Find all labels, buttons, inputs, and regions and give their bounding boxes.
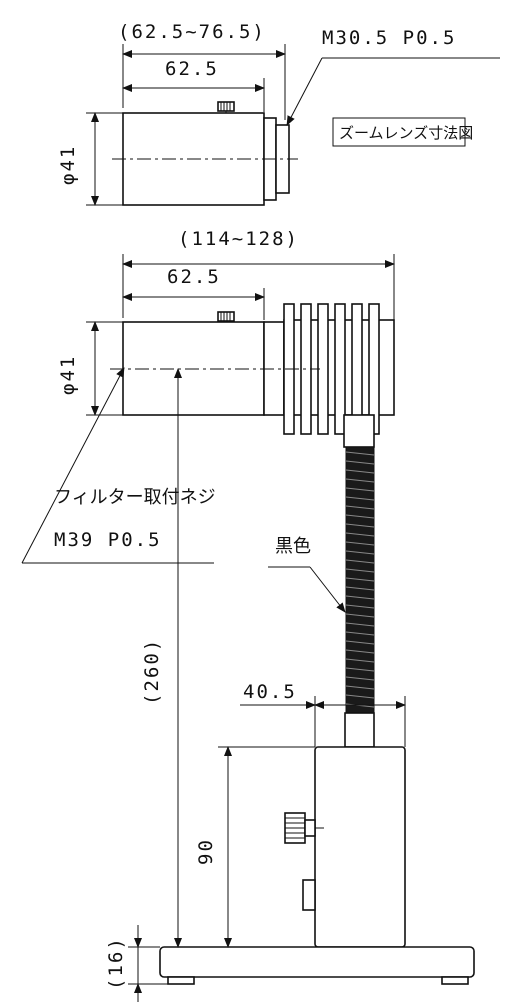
arm-rib <box>345 586 375 591</box>
base-box <box>314 746 406 948</box>
arm-rib <box>345 451 375 456</box>
foot-height-label: (16) <box>105 936 127 990</box>
arm-rib <box>345 694 375 699</box>
zoom-mount-thread-label: M30.5 P0.5 <box>322 27 456 49</box>
flexible-arm <box>345 446 375 714</box>
base-height-label: 90 <box>195 838 217 865</box>
arm-rib <box>345 676 375 681</box>
arm-rib <box>345 649 375 654</box>
neck-connector-top <box>343 414 375 448</box>
zoom-length-range-label: (62.5~76.5) <box>118 21 266 43</box>
foot-left <box>167 976 195 985</box>
arm-rib <box>345 640 375 645</box>
assembly-diameter-label: φ41 <box>57 355 79 395</box>
arm-rib <box>345 622 375 627</box>
arm-rib <box>345 505 375 510</box>
zoom-lens-knob <box>217 101 235 112</box>
base-width-label: 40.5 <box>243 681 297 703</box>
arm-rib <box>345 604 375 609</box>
arm-rib <box>345 568 375 573</box>
arm-rib <box>345 532 375 537</box>
arm-rib <box>345 496 375 501</box>
filter-thread-label: フィルター取付ネジ <box>54 487 216 508</box>
filter-thread-spec: M39 P0.5 <box>54 529 162 551</box>
neck-connector-bottom <box>344 712 375 748</box>
arm-color-label: 黒色 <box>275 536 311 557</box>
arm-rib <box>345 541 375 546</box>
zoom-length-label: 62.5 <box>165 58 219 80</box>
height-label: (260) <box>141 638 163 705</box>
arm-rib <box>345 667 375 672</box>
arm-rib <box>345 631 375 636</box>
assembly-lens-length-label: 62.5 <box>167 266 221 288</box>
arm-rib <box>345 469 375 474</box>
arm-rib <box>345 460 375 465</box>
foot-right <box>441 976 469 985</box>
arm-rib <box>345 685 375 690</box>
arm-rib <box>345 487 375 492</box>
heatsink <box>283 303 395 435</box>
arm-rib <box>345 523 375 528</box>
arm-rib <box>345 595 375 600</box>
zoom-lens-title-box <box>332 117 466 147</box>
assembly-view: (114~128) 62.5 φ41 <box>21 228 475 1002</box>
zoom-lens-view: (62.5~76.5) 62.5 φ41 M30.5 P0.5 ズームレンズ寸 <box>57 21 500 206</box>
arm-rib <box>345 658 375 663</box>
arm-rib <box>345 478 375 483</box>
assembly-lens-knob <box>217 311 235 322</box>
zoom-diameter-label: φ41 <box>57 145 79 185</box>
arm-rib <box>345 559 375 564</box>
arm-rib <box>345 550 375 555</box>
arm-rib <box>345 514 375 519</box>
base-switch <box>302 879 316 911</box>
assembly-total-length-label: (114~128) <box>178 228 299 250</box>
zoom-lens-title: ズームレンズ寸法図 <box>339 124 473 142</box>
arm-rib <box>345 577 375 582</box>
foot-plate <box>159 946 475 978</box>
arm-rib <box>345 613 375 618</box>
